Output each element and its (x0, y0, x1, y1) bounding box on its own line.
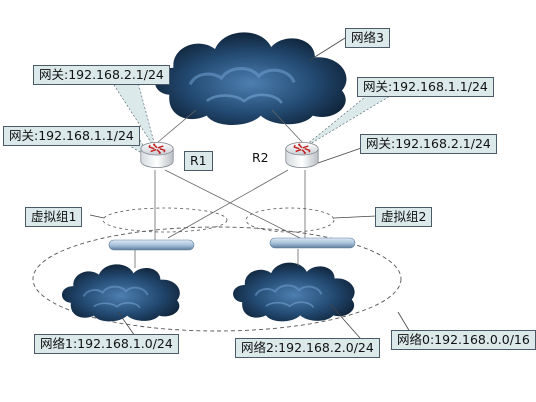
link-r2-network3 (271, 109, 303, 143)
callout-leader (309, 37, 346, 61)
link-r1-network3 (157, 109, 197, 143)
r2-gateway-right-label: 网关:192.168.2.1/24 (360, 134, 497, 154)
network0-ellipse (32, 226, 402, 332)
link-r1-bar2 (164, 169, 301, 239)
r2-gateway-top-label: 网关:192.168.1.1/24 (357, 77, 494, 97)
network3-cloud-icon (153, 30, 349, 126)
virtual-group2-ellipse (245, 207, 335, 233)
network1-cloud-icon (60, 263, 182, 322)
router-r2-icon (285, 141, 319, 169)
router-r2-name: R2 (252, 150, 269, 165)
network0-label: 网络0:192.168.0.0/16 (391, 330, 536, 350)
network2-cloud-icon (231, 261, 356, 322)
callout-leader (333, 215, 377, 219)
link-r2-bar1 (167, 169, 289, 239)
virtual-group1-label: 虚拟组1 (25, 207, 83, 227)
callout-leader (397, 311, 411, 333)
r1-gateway-left-label: 网关:192.168.1.1/24 (3, 126, 140, 146)
virtual-group1-ellipse (102, 207, 228, 233)
router-r1-name: R1 (184, 151, 213, 171)
network1-label: 网络1:192.168.1.0/24 (34, 334, 179, 354)
segment-bar-1 (108, 239, 195, 251)
router-r1-icon (140, 141, 174, 169)
callout-leader (329, 303, 361, 339)
virtual-group2-label: 虚拟组2 (375, 207, 433, 227)
callout-leader (117, 311, 136, 337)
segment-bar-2 (269, 237, 356, 249)
network2-label: 网络2:192.168.2.0/24 (235, 338, 380, 358)
network3-label: 网络3 (345, 28, 390, 48)
callout-leader (89, 214, 105, 219)
r1-gateway-top-label: 网关:192.168.2.1/24 (33, 65, 170, 85)
